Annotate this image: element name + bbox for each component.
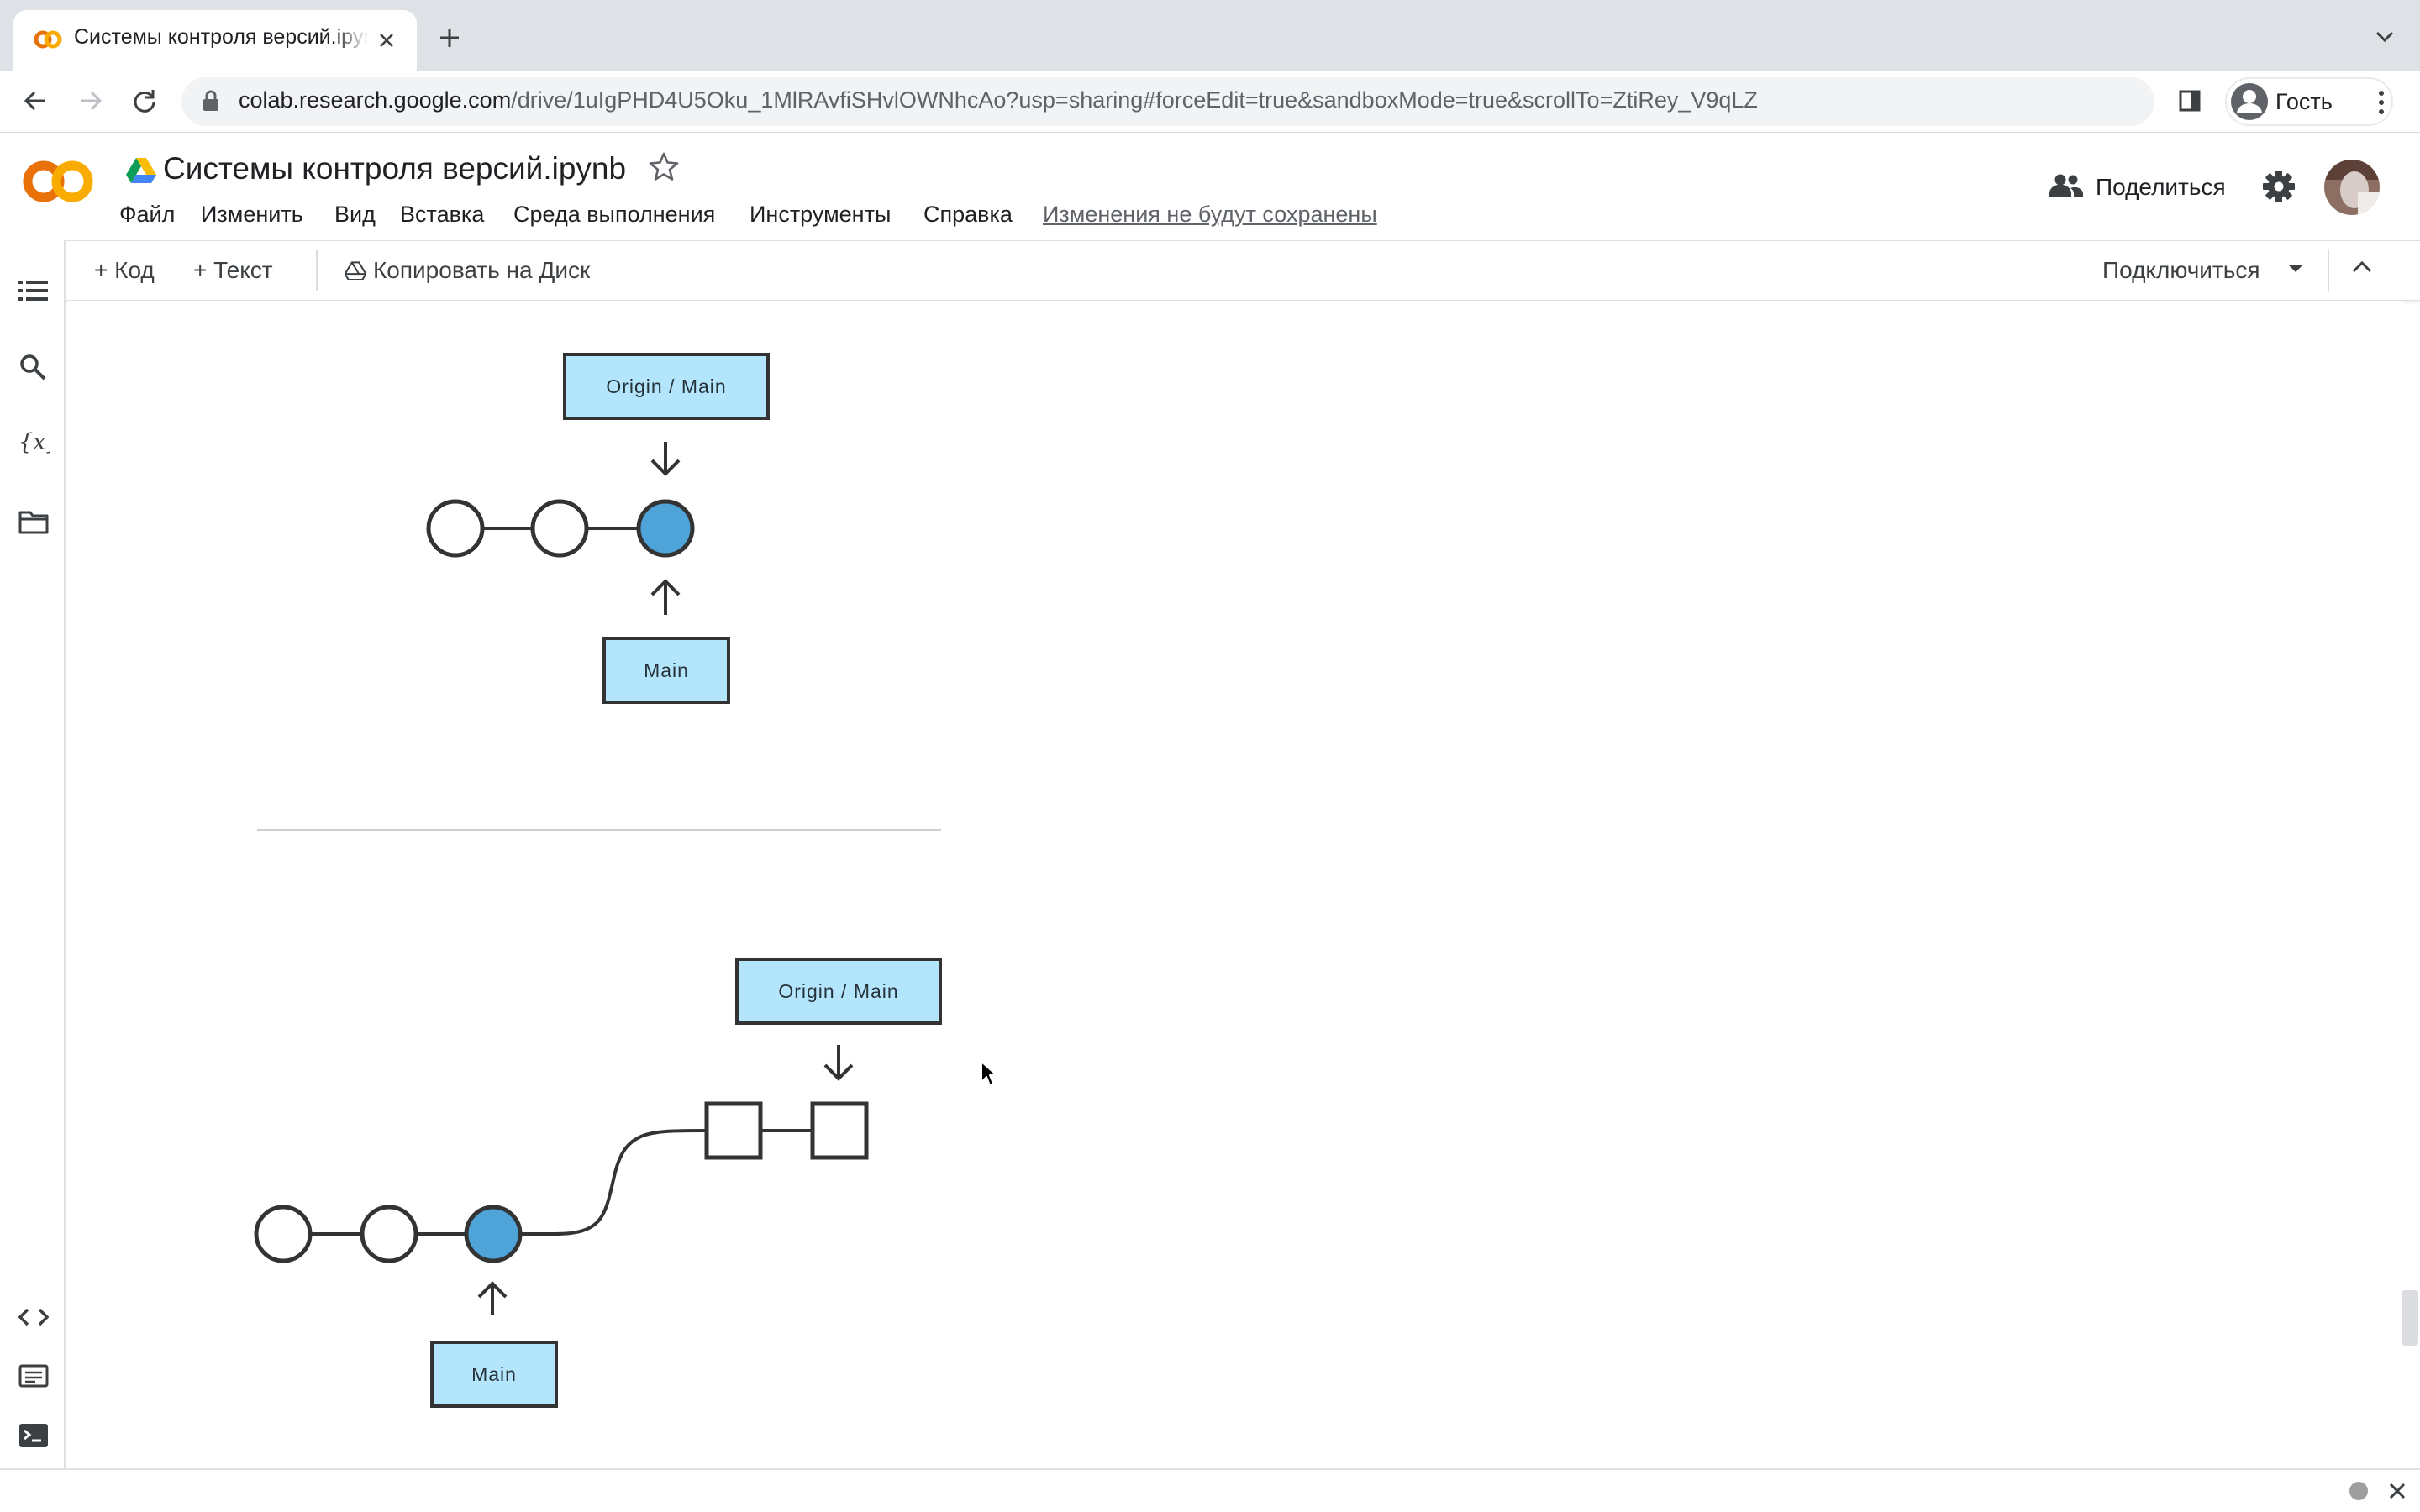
commit-node-current bbox=[636, 499, 695, 558]
menu-file[interactable]: Файл bbox=[119, 202, 176, 227]
url-text[interactable]: colab.research.google.com/drive/1uIgPHD4… bbox=[239, 87, 1758, 113]
runtime-status-indicator bbox=[2349, 1482, 2368, 1500]
share-button[interactable]: Поделиться bbox=[2096, 174, 2226, 200]
star-icon[interactable] bbox=[649, 151, 679, 181]
commit-node bbox=[360, 1205, 418, 1263]
terminal-icon[interactable] bbox=[18, 1423, 49, 1448]
chevron-down-icon[interactable] bbox=[2375, 30, 2395, 44]
left-rail bbox=[0, 240, 66, 1468]
lock-icon[interactable] bbox=[202, 89, 220, 113]
toolbar-divider bbox=[316, 250, 318, 291]
side-panel-icon[interactable] bbox=[2178, 89, 2202, 113]
toolbar-divider-right bbox=[2328, 249, 2329, 292]
url-host: colab.research.google.com bbox=[239, 87, 512, 113]
menu-edit[interactable]: Изменить bbox=[201, 202, 303, 227]
search-icon[interactable] bbox=[18, 353, 47, 381]
gear-icon[interactable] bbox=[2262, 170, 2296, 203]
unsaved-changes-link[interactable]: Изменения не будут сохранены bbox=[1043, 202, 1377, 227]
close-tab-icon[interactable] bbox=[378, 32, 395, 49]
back-arrow-icon[interactable] bbox=[22, 87, 49, 114]
origin-main-label-2: Origin / Main bbox=[735, 958, 942, 1025]
forward-arrow-icon[interactable] bbox=[77, 87, 104, 114]
toc-icon[interactable] bbox=[18, 279, 49, 302]
url-path: /drive/1uIgPHD4U5Oku_1MlRAvfiSHvlOWNhcAo… bbox=[511, 87, 1758, 113]
new-tab-icon[interactable] bbox=[439, 27, 460, 49]
user-avatar[interactable] bbox=[2324, 160, 2380, 215]
status-bar bbox=[0, 1468, 2420, 1512]
more-vert-icon[interactable] bbox=[2376, 89, 2386, 116]
close-icon[interactable] bbox=[2388, 1482, 2407, 1500]
menu-view[interactable]: Вид bbox=[334, 202, 376, 227]
add-code-button[interactable]: + Код bbox=[94, 257, 155, 284]
menu-tools[interactable]: Инструменты bbox=[750, 202, 892, 227]
guest-avatar-icon bbox=[2231, 83, 2268, 120]
commit-graph-2 bbox=[254, 1045, 869, 1315]
code-snippets-icon[interactable] bbox=[18, 1307, 49, 1327]
main-label-2: Main bbox=[430, 1341, 558, 1408]
origin-main-label-1: Origin / Main bbox=[563, 353, 770, 420]
remote-commit-node bbox=[704, 1101, 763, 1160]
plus-icon: + bbox=[193, 257, 214, 283]
add-text-label: Текст bbox=[213, 257, 273, 283]
people-icon[interactable] bbox=[2049, 173, 2084, 198]
menu-help[interactable]: Справка bbox=[923, 202, 1013, 227]
tab-title: Системы контроля версий.ipynb bbox=[74, 25, 368, 50]
chevron-up-icon[interactable] bbox=[2351, 259, 2373, 274]
mouse-cursor-icon bbox=[981, 1061, 997, 1086]
cell-divider bbox=[257, 829, 941, 831]
notebook-content[interactable] bbox=[67, 301, 2403, 1468]
add-text-button[interactable]: + Текст bbox=[193, 257, 273, 284]
commit-node bbox=[254, 1205, 313, 1263]
profile-label: Гость bbox=[2275, 89, 2333, 114]
colab-logo-icon[interactable] bbox=[22, 156, 94, 207]
variables-icon[interactable]: {x} bbox=[18, 427, 50, 457]
scrollbar-thumb[interactable] bbox=[2402, 1290, 2418, 1346]
address-bar[interactable] bbox=[182, 77, 2154, 126]
menu-runtime[interactable]: Среда выполнения bbox=[513, 202, 716, 227]
connect-button[interactable]: Подключиться bbox=[2102, 257, 2260, 283]
menu-insert[interactable]: Вставка bbox=[400, 202, 485, 227]
commit-node bbox=[426, 499, 485, 558]
commit-node-current bbox=[464, 1205, 523, 1263]
copy-to-drive-label: Копировать на Диск bbox=[373, 257, 591, 283]
remote-commit-node bbox=[810, 1101, 869, 1160]
reload-icon[interactable] bbox=[131, 87, 158, 114]
add-code-label: Код bbox=[114, 257, 155, 283]
drive-icon[interactable] bbox=[126, 156, 156, 183]
folder-icon[interactable] bbox=[18, 509, 49, 534]
drive-outline-icon bbox=[344, 261, 367, 281]
caret-down-icon[interactable] bbox=[2287, 264, 2304, 274]
commit-graph-1 bbox=[426, 442, 695, 615]
colab-favicon-icon bbox=[34, 30, 62, 49]
notebook-toolbar bbox=[0, 240, 2420, 301]
plus-icon: + bbox=[94, 257, 115, 283]
commit-node bbox=[530, 499, 589, 558]
copy-to-drive-button[interactable]: Копировать на Диск bbox=[344, 257, 591, 284]
command-palette-icon[interactable] bbox=[18, 1364, 49, 1388]
svg-text:{x}: {x} bbox=[18, 429, 50, 455]
user-photo-icon bbox=[2324, 160, 2380, 215]
notebook-title[interactable]: Системы контроля версий.ipynb bbox=[163, 151, 627, 186]
main-label-1: Main bbox=[602, 637, 730, 704]
